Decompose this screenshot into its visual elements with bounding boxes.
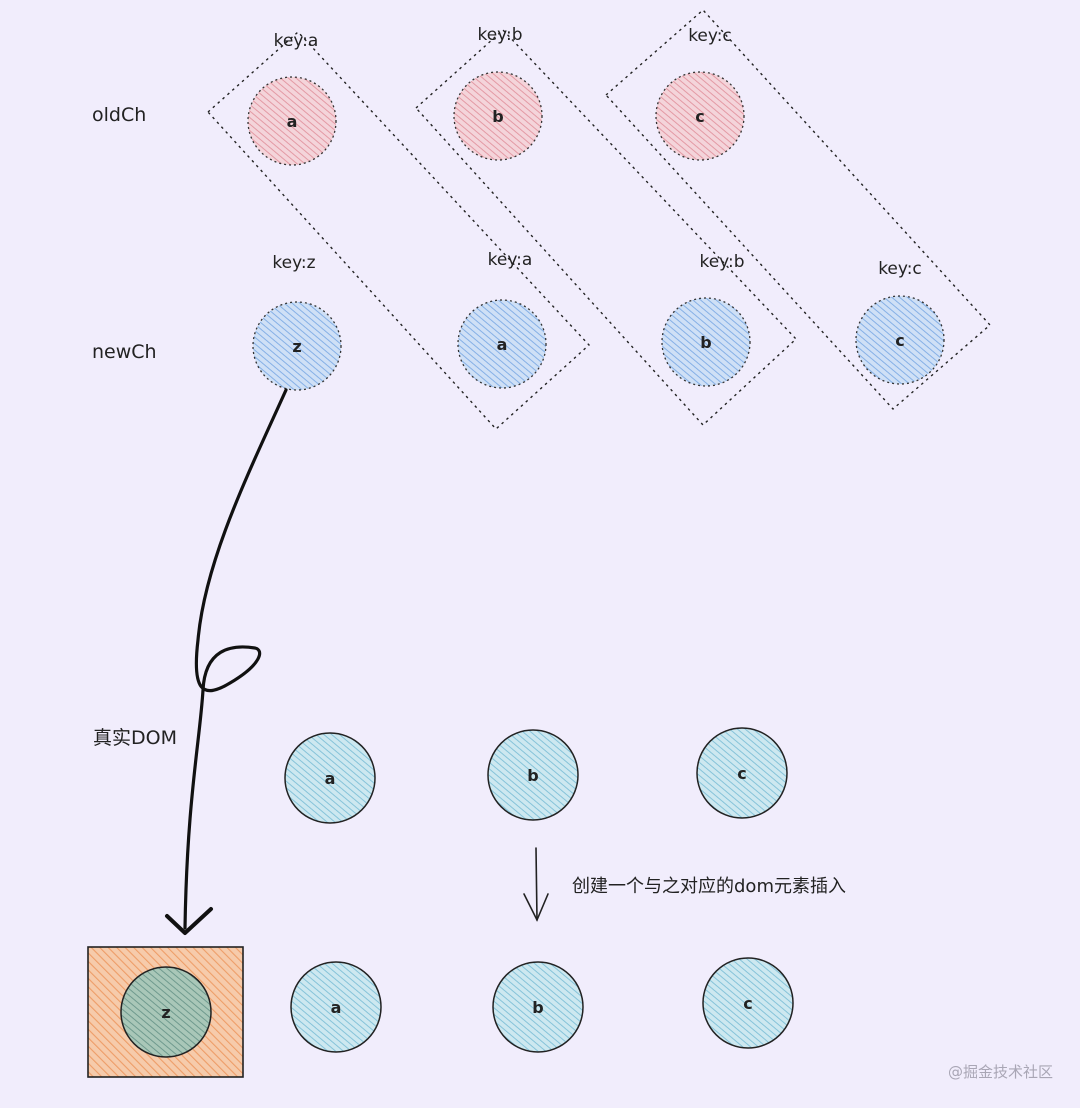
new-node-c	[855, 295, 945, 385]
insert-arrow	[165, 388, 288, 935]
old-node-b	[453, 71, 543, 161]
new-key-label: key:c	[878, 259, 922, 279]
new-node-label: b	[700, 333, 711, 352]
dom-node-z	[120, 966, 212, 1058]
old-node-c	[655, 71, 745, 161]
old-node-label: b	[492, 107, 503, 126]
new-node-label: c	[895, 331, 904, 350]
dom-node-label: b	[527, 766, 538, 785]
new-key-label: key:z	[272, 253, 315, 273]
new-node-label: a	[497, 335, 508, 354]
dom-node-a	[290, 961, 382, 1053]
old-key-label: key:a	[274, 31, 319, 51]
match-box-a	[207, 31, 590, 430]
new-node-z	[252, 301, 342, 391]
dom-node-label: a	[325, 769, 336, 788]
dom-node-c	[696, 727, 788, 819]
dom-node-label: c	[737, 764, 746, 783]
old-key-label: key:c	[688, 26, 732, 46]
dom-node-b	[492, 961, 584, 1053]
dom-node-label: b	[532, 998, 543, 1017]
dom-after: z a b c	[87, 946, 794, 1078]
dom-before: a b c	[284, 727, 788, 824]
dom-node-label: a	[331, 998, 342, 1017]
down-arrow-icon	[523, 847, 549, 922]
old-node-a	[247, 76, 337, 166]
watermark: @掘金技术社区	[948, 1063, 1053, 1081]
new-node-a	[457, 299, 547, 389]
dom-node-a	[284, 732, 376, 824]
real-dom-label: 真实DOM	[93, 727, 177, 749]
dom-node-c	[702, 957, 794, 1049]
old-children: key:a a key:b b key:c c	[247, 25, 745, 166]
match-box-c	[605, 9, 992, 410]
new-row-label: newCh	[92, 341, 157, 363]
new-node-label: z	[292, 337, 301, 356]
new-key-label: key:b	[699, 252, 744, 272]
dom-node-label: z	[161, 1003, 170, 1022]
insert-note: 创建一个与之对应的dom元素插入	[572, 876, 846, 897]
new-node-b	[661, 297, 751, 387]
dom-node-label: c	[743, 994, 752, 1013]
old-row-label: oldCh	[92, 104, 146, 126]
old-key-label: key:b	[477, 25, 522, 45]
old-node-label: c	[695, 107, 704, 126]
new-children: key:z z key:a a key:b b key:c c	[252, 250, 945, 391]
old-node-label: a	[287, 112, 298, 131]
new-key-label: key:a	[488, 250, 533, 270]
dom-node-b	[487, 729, 579, 821]
